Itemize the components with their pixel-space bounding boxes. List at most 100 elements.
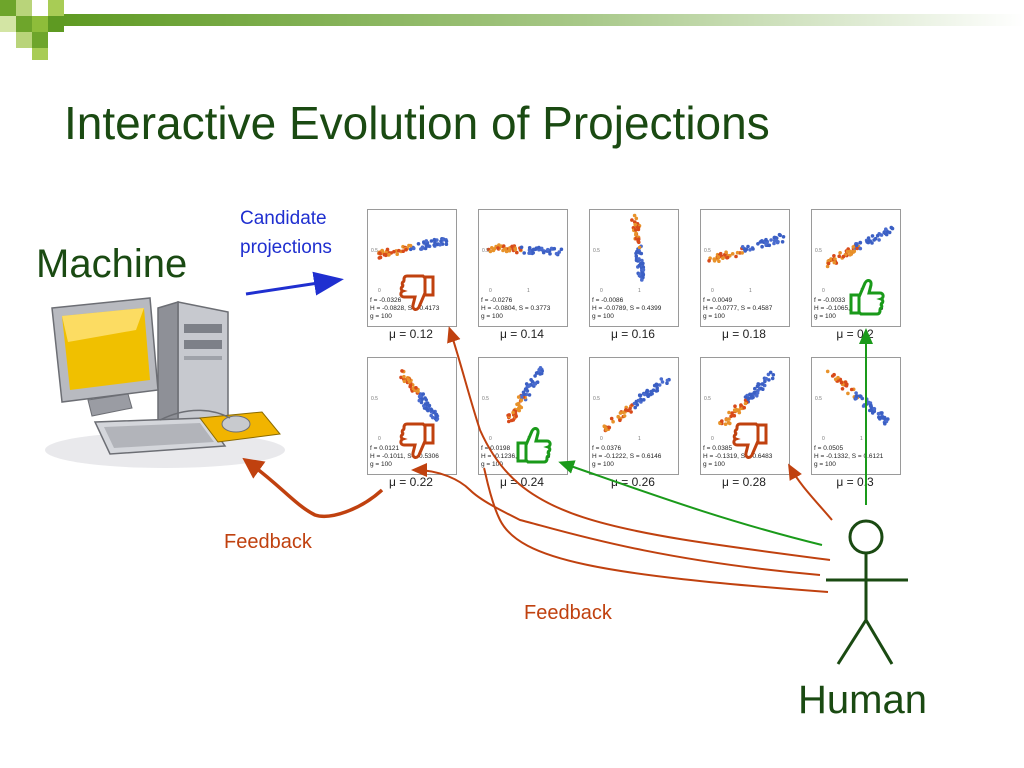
scatter-point [624,408,628,412]
human-label: Human [798,678,927,722]
scatter-point [516,401,521,406]
scatter-point [420,397,424,402]
scatter-point [845,249,850,254]
scatter-point [515,250,519,255]
scatter-point [659,377,664,381]
scatter-point [649,389,654,394]
stat-g: g = 100 [592,313,614,320]
scatter-point [554,251,559,256]
scatter-point [527,393,532,397]
scatter-point [877,238,881,242]
scatter-point [733,404,737,408]
scatter-point [735,250,740,255]
feedback-label-left: Feedback [224,531,312,553]
scatter-point [764,376,768,381]
scatter-point [732,413,737,418]
scatter-point [633,405,637,410]
scatter-point [743,249,747,253]
scatter-point [769,238,773,242]
projection-scatter [486,243,564,257]
scatter-point [832,254,836,258]
scatter-point [638,261,643,266]
scatter-point [724,250,728,254]
scatter-point [510,244,514,249]
scatter-point [406,377,411,382]
scatter-point [858,241,863,245]
scatter-point [665,378,670,383]
scatter-point [849,387,854,392]
scatter-point [829,257,833,261]
scatter-point [527,246,532,250]
scatter-point [438,242,442,247]
scatter-point [637,257,641,261]
scatter-point [868,403,873,408]
scatter-point [402,379,407,384]
y-tick-label: 0.5 [704,396,711,402]
scatter-point [759,239,763,244]
scatter-point [707,259,711,263]
y-tick-label: 0.5 [704,248,711,254]
scatter-point [538,372,542,376]
scatter-point [501,248,505,253]
scatter-point [840,387,845,391]
y-tick-label: 0.5 [482,396,489,402]
scatter-point [830,374,835,378]
scatter-point [748,392,752,397]
scatter-point [509,418,514,423]
header-decoration [0,0,1024,60]
projection-scatter [602,377,671,433]
scatter-point [884,232,889,237]
scatter-point [633,228,638,232]
scatter-point [825,264,830,269]
scatter-point [725,255,730,260]
stat-h: H = -0.0777, S = 0.4587 [703,305,773,312]
scatter-point [527,384,531,388]
stat-h: H = -0.1011, S = 0.5306 [370,453,439,460]
scatter-point [641,267,646,272]
scatter-point [539,246,544,251]
scatter-point [522,392,526,396]
scatter-point [637,245,642,250]
scatter-point [607,425,612,430]
mu-label-7: μ = 0.24 [500,475,544,489]
scatter-point [629,410,633,414]
scatter-point [884,227,888,231]
scatter-point [633,222,637,227]
scatter-point [414,386,418,390]
scatter-point [876,411,881,416]
scatter-point [548,252,552,256]
scatter-point [382,252,387,257]
scatter-point [640,398,644,402]
thumbs-down-icon [732,422,768,459]
scatter-point [870,411,875,415]
scatter-point [622,414,627,418]
scatter-point [546,247,550,252]
x-tick-label-1: 1 [527,288,530,294]
scatter-point [764,237,768,242]
scatter-point [855,394,859,398]
scatter-point [854,391,858,395]
x-tick-label-1: 1 [749,288,752,294]
scatter-point [618,418,622,423]
scatter-point [609,416,614,421]
machine-label: Machine [36,242,188,286]
scatter-point [865,240,869,244]
scatter-point [858,394,863,398]
scatter-point [533,247,538,252]
stat-f: f = 0.0376 [592,445,622,452]
y-tick-label: 0.5 [815,248,822,254]
scatter-point [720,419,724,423]
scatter-point [837,254,841,259]
scatter-point [751,395,755,399]
scatter-point [878,417,882,421]
scatter-point [488,249,493,254]
scatter-point [497,243,501,247]
scatter-point [723,422,728,426]
